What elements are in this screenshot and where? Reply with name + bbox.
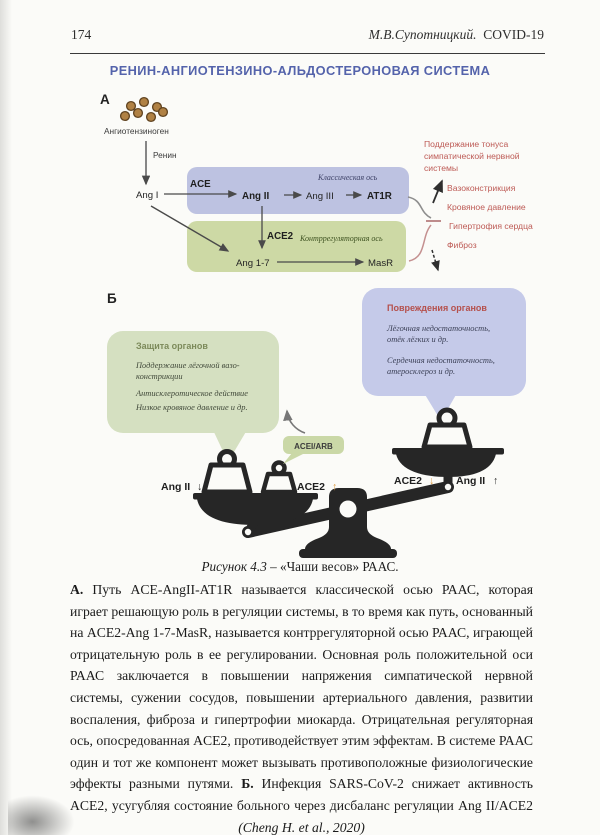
left-pivot-hole xyxy=(244,528,252,536)
header-divider xyxy=(70,53,545,54)
diagram-a: А Ангиотензиноген Ренин Ang I ACE Класси… xyxy=(100,92,533,272)
counter-axis-box xyxy=(187,221,406,272)
diagram-b: Б Защита органов Поддержание лёгочной ва… xyxy=(107,288,526,558)
figure-caption-text: – «Чаши весов» РААС. xyxy=(266,559,399,574)
figure-caption: Рисунок 4.3 – «Чаши весов» РААС. xyxy=(0,559,600,575)
effect-blood-pressure: Кровяное давление xyxy=(447,202,526,212)
green-bubble-tail xyxy=(213,430,247,462)
blue-bubble-line-4: атеросклероз и др. xyxy=(387,367,455,376)
angiotensinogen-label: Ангиотензиноген xyxy=(104,126,169,136)
effects-list: Поддержание тонуса симпатической нервной… xyxy=(424,139,533,250)
legend-part-a-label: А. xyxy=(70,582,84,597)
left-pan-angii-down-arrow-icon: ↓ xyxy=(197,481,202,493)
masr-node: MasR xyxy=(368,258,393,269)
acei-arb-bubble: ACEI/ARB xyxy=(283,436,344,464)
acei-bubble-tail xyxy=(283,453,305,464)
header-book-name: COVID-19 xyxy=(483,27,544,42)
effect-tone-2: симпатической нервной xyxy=(424,151,520,161)
organ-protection-bubble: Защита органов Поддержание лёгочной вазо… xyxy=(107,331,279,462)
angiotensinogen-dots xyxy=(119,96,169,123)
right-pan xyxy=(392,448,504,477)
balance-scale: Ang II ↓ ACE2 ↑ ACE2 ↓ Ang II ↑ xyxy=(161,407,504,558)
green-bubble-line-3: Антисклеротическое действие xyxy=(135,389,248,398)
figure-number: Рисунок 4.3 xyxy=(201,559,267,574)
ace-label: ACE xyxy=(190,179,211,190)
header-author: М.В.Супотницкий. xyxy=(368,27,477,42)
green-bubble-title: Защита органов xyxy=(136,341,208,351)
effect-tone-1: Поддержание тонуса xyxy=(424,139,508,149)
running-title: М.В.Супотницкий. COVID-19 xyxy=(369,27,544,43)
green-bubble-line-4: Низкое кровяное давление и др. xyxy=(135,403,248,412)
classical-axis-box xyxy=(187,167,409,214)
page-number: 174 xyxy=(71,27,92,42)
right-pan-angii-label: Ang II xyxy=(456,475,485,487)
scan-corner-shadow xyxy=(8,793,78,835)
blue-bubble-line-2: отёк лёгких и др. xyxy=(387,335,448,344)
at1r-effects-curve xyxy=(407,196,432,219)
right-pivot-hole xyxy=(444,483,452,491)
left-pan xyxy=(193,493,318,525)
green-bubble-line-1: Поддержание лёгочной вазо- xyxy=(135,361,240,370)
right-pan-angii-up-arrow-icon: ↑ xyxy=(493,475,498,487)
ang1-ang17-arrow xyxy=(150,205,230,252)
green-bubble-line-2: констрикции xyxy=(136,372,183,381)
right-weight xyxy=(421,407,473,450)
effect-fibrosis: Фиброз xyxy=(447,240,477,250)
at1r-node: AT1R xyxy=(367,191,392,202)
effect-hypertrophy: Гипертрофия сердца xyxy=(449,221,533,231)
ang1-node: Ang I xyxy=(136,190,158,201)
increase-arrow xyxy=(432,179,443,204)
classical-axis-label: Классическая ось xyxy=(317,173,378,182)
acei-arb-label: ACEI/ARB xyxy=(294,442,333,451)
masr-effects-curve xyxy=(408,224,432,262)
diagram-a-label: А xyxy=(100,92,110,107)
blue-bubble-line-3: Сердечная недостаточность, xyxy=(387,356,495,365)
left-big-weight xyxy=(201,449,253,495)
left-pan-ace2-up-arrow-icon: ↑ xyxy=(332,481,337,493)
raas-figure: А Ангиотензиноген Ренин Ang I ACE Класси… xyxy=(100,92,533,558)
left-pan-angii-label: Ang II xyxy=(161,481,190,493)
left-pan-ace2-label: ACE2 xyxy=(297,481,325,493)
diagram-b-label: Б xyxy=(107,291,117,306)
effect-vasoconstriction: Вазоконстрикция xyxy=(447,183,516,193)
ang2-node: Ang II xyxy=(242,191,269,202)
scale-fulcrum xyxy=(299,488,397,558)
legend-part-b-text: Инфекция SARS-CoV-2 снижает активность A… xyxy=(70,776,533,813)
effect-tone-3: системы xyxy=(424,163,458,173)
ace2-label: ACE2 xyxy=(267,231,294,242)
figure-legend-paragraph: А. Путь ACE-AngII-AT1R называется класси… xyxy=(70,579,533,835)
legend-part-a-text: Путь ACE-AngII-AT1R называется классичес… xyxy=(70,582,534,792)
ang3-node: Ang III xyxy=(306,191,334,202)
right-pan-ace2-down-arrow-icon: ↓ xyxy=(429,475,434,487)
left-small-weight xyxy=(260,460,298,495)
organ-damage-bubble: Повреждения органов Лёгочная недостаточн… xyxy=(362,288,526,421)
page-header: 174 М.В.Супотницкий. COVID-19 xyxy=(71,27,544,43)
decrease-arrow xyxy=(431,249,440,272)
blue-bubble-title: Повреждения органов xyxy=(387,303,487,313)
fulcrum-hole xyxy=(339,500,357,518)
blue-bubble-tail xyxy=(424,393,457,421)
right-pan-ace2-label: ACE2 xyxy=(394,475,422,487)
counter-axis-label: Контррегуляторная ось xyxy=(299,234,383,243)
legend-citation: (Cheng H. et al., 2020) xyxy=(238,819,365,835)
legend-part-b-label: Б. xyxy=(241,776,254,792)
ang17-node: Ang 1-7 xyxy=(236,258,270,269)
renin-label: Ренин xyxy=(153,150,177,160)
section-title: РЕНИН-АНГИОТЕНЗИНО-АЛЬДОСТЕРОНОВАЯ СИСТЕ… xyxy=(109,63,491,78)
acei-curved-arrow xyxy=(283,409,306,434)
blue-bubble-line-1: Лёгочная недостаточность, xyxy=(386,324,490,333)
